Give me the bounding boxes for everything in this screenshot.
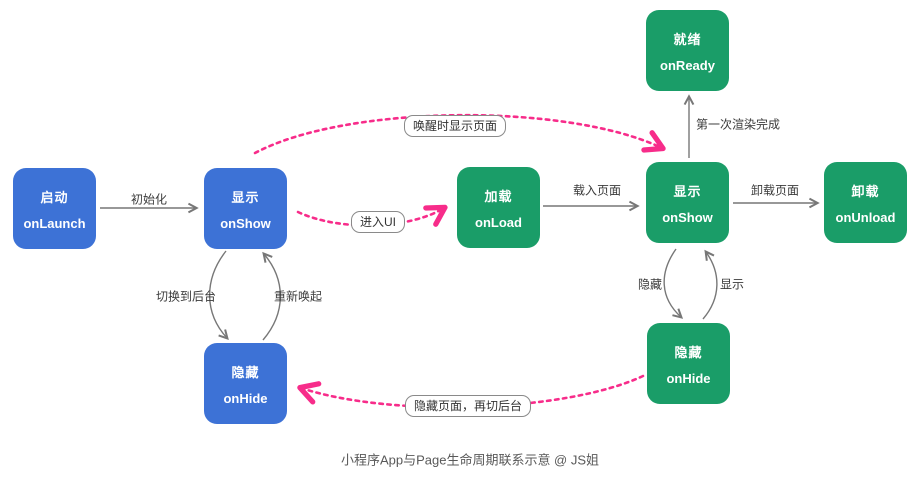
edge-label-init: 初始化 (130, 192, 168, 207)
node-unload: 卸载 onUnload (824, 162, 907, 243)
edge-label-unload-page: 卸载页面 (750, 183, 800, 198)
edge-label-first-render: 第一次渲染完成 (696, 117, 781, 132)
edge-label-show: 显示 (719, 277, 745, 292)
arrow-page-show (702, 249, 718, 320)
node-launch-handler: onLaunch (23, 215, 86, 231)
diagram-caption: 小程序App与Page生命周期联系示意 @ JS姐 (340, 452, 600, 468)
node-launch: 启动 onLaunch (13, 168, 96, 249)
arrow-page-hide (663, 248, 684, 319)
node-ready: 就绪 onReady (646, 10, 729, 91)
node-page-hide-label: 隐藏 (674, 344, 703, 360)
node-page-show-label: 显示 (673, 183, 702, 199)
node-app-show: 显示 onShow (204, 168, 287, 249)
node-unload-label: 卸载 (851, 183, 880, 199)
node-load-handler: onLoad (475, 214, 522, 230)
node-ready-label: 就绪 (673, 31, 702, 47)
node-app-show-label: 显示 (231, 189, 260, 205)
node-launch-label: 启动 (40, 189, 69, 205)
node-app-hide: 隐藏 onHide (204, 343, 287, 424)
node-page-show-handler: onShow (662, 209, 713, 225)
edge-label-re-wake: 重新唤起 (273, 289, 323, 304)
node-app-hide-handler: onHide (223, 390, 268, 406)
flow-label-hide-page-background: 隐藏页面，再切后台 (404, 395, 532, 417)
node-ready-handler: onReady (660, 57, 715, 73)
node-load-label: 加载 (484, 188, 513, 204)
node-page-hide: 隐藏 onHide (647, 323, 730, 404)
edge-label-to-background: 切换到后台 (155, 289, 217, 304)
node-app-hide-label: 隐藏 (231, 364, 260, 380)
node-load: 加载 onLoad (457, 167, 540, 248)
flow-label-wake-show-page: 唤醒时显示页面 (403, 115, 507, 137)
edge-label-load-page: 载入页面 (572, 183, 622, 198)
node-app-show-handler: onShow (220, 215, 271, 231)
edge-label-hide: 隐藏 (637, 277, 663, 292)
node-unload-handler: onUnload (835, 209, 896, 225)
flow-label-enter-ui: 进入UI (350, 211, 406, 233)
node-page-hide-handler: onHide (666, 370, 711, 386)
node-page-show: 显示 onShow (646, 162, 729, 243)
